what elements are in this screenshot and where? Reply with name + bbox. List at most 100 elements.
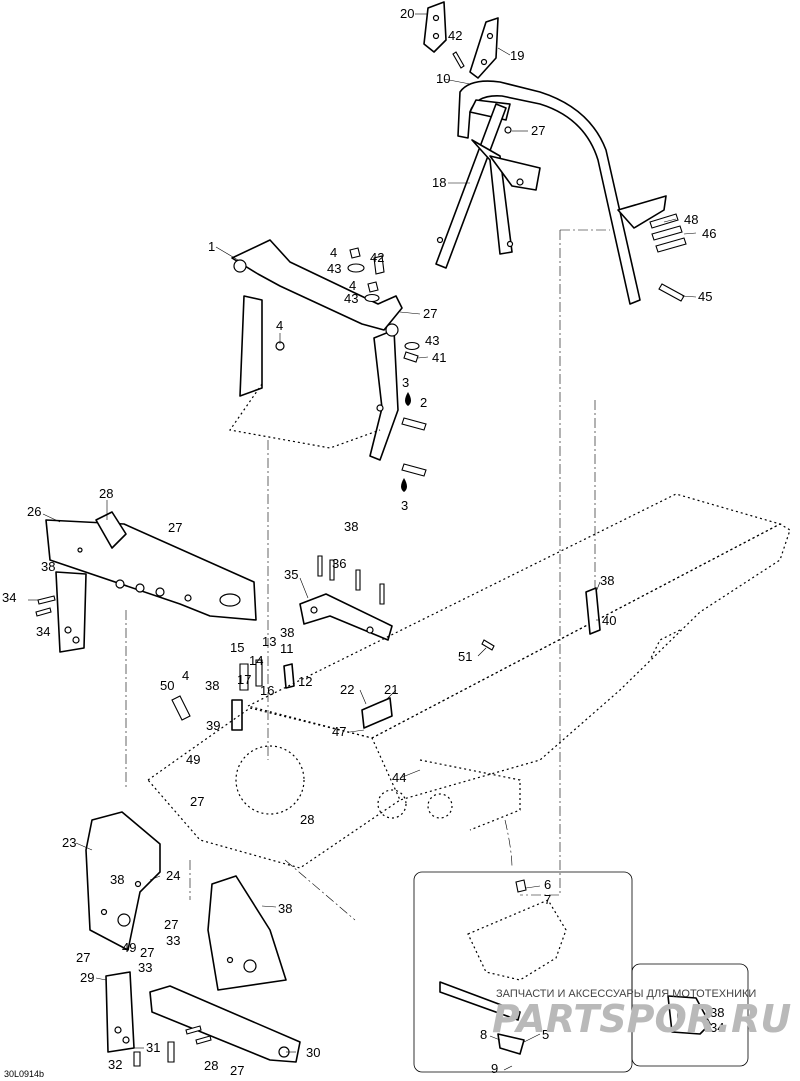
bolts-38-34-left: [35, 595, 56, 617]
inset-detail-a: [413, 871, 633, 1073]
callout-5: 5: [542, 1027, 549, 1042]
callout-48: 48: [684, 212, 698, 227]
callout-27: 27: [168, 520, 182, 535]
callout-15: 15: [230, 640, 244, 655]
callout-24: 24: [166, 868, 180, 883]
plate-part-23: [85, 811, 161, 951]
bracket-part-29: [105, 971, 135, 1053]
callout-9: 9: [491, 1061, 498, 1076]
callout-50: 50: [160, 678, 174, 693]
callout-22: 22: [340, 682, 354, 697]
callout-27: 27: [164, 917, 178, 932]
callout-27: 27: [230, 1063, 244, 1078]
callout-27: 27: [140, 945, 154, 960]
frame-part-1-lower-outline: [228, 383, 381, 449]
bracket-part-20: [423, 1, 447, 53]
callout-43: 43: [327, 261, 341, 276]
callout-4: 4: [276, 318, 283, 333]
callout-35: 35: [284, 567, 298, 582]
bracket-part-34: [55, 571, 87, 653]
callout-27: 27: [76, 950, 90, 965]
callout-4: 4: [349, 278, 356, 293]
callout-10: 10: [436, 71, 450, 86]
leader-lines: [28, 13, 697, 1071]
callout-33: 33: [138, 960, 152, 975]
callout-21: 21: [384, 682, 398, 697]
callout-1: 1: [208, 239, 215, 254]
bracket-part-19: [469, 17, 499, 79]
callout-33: 33: [166, 933, 180, 948]
bolt-51: [481, 639, 495, 651]
callout-23: 23: [62, 835, 76, 850]
watermark-tagline: ЗАПЧАСТИ И АКСЕССУАРЫ ДЛЯ МОТОТЕХНИКИ: [496, 988, 756, 1000]
bolt-lower-3: [401, 463, 427, 477]
callout-28: 28: [204, 1058, 218, 1073]
callout-38: 38: [600, 573, 614, 588]
bolts-28-31-32: [133, 1025, 212, 1067]
callout-20: 20: [400, 6, 414, 21]
callout-34: 34: [36, 624, 50, 639]
callout-34: 34: [710, 1020, 724, 1035]
watermark: ЗАПЧАСТИ И АКСЕССУАРЫ ДЛЯ МОТОТЕХНИКИ PA…: [492, 988, 791, 1041]
callout-6: 6: [544, 877, 551, 892]
callout-16: 16: [260, 683, 274, 698]
plate-part-24: [207, 875, 287, 991]
callout-3: 3: [401, 498, 408, 513]
bracket-part-40: [585, 587, 601, 635]
crossmember-part-26: [45, 511, 257, 621]
callout-11: 11: [280, 641, 294, 656]
callout-27: 27: [423, 306, 437, 321]
callout-36: 36: [332, 556, 346, 571]
callout-8: 8: [480, 1027, 487, 1042]
figure-code: 30L0914b: [4, 1069, 44, 1079]
callout-51: 51: [458, 649, 472, 664]
bolts-46-48: [649, 213, 687, 253]
callout-32: 32: [108, 1057, 122, 1072]
callout-4: 4: [182, 668, 189, 683]
callout-17: 17: [237, 672, 251, 687]
callout-2: 2: [420, 395, 427, 410]
callout-40: 40: [602, 613, 616, 628]
alignment-lines: [125, 229, 610, 921]
callout-41: 41: [432, 350, 446, 365]
callout-45: 45: [698, 289, 712, 304]
callout-42: 42: [448, 28, 462, 43]
callout-3: 3: [402, 375, 409, 390]
callout-38: 38: [205, 678, 219, 693]
callout-18: 18: [432, 175, 446, 190]
callout-38: 38: [344, 519, 358, 534]
callout-38: 38: [710, 1005, 724, 1020]
bolt-42-top: [452, 51, 465, 69]
callout-7: 7: [544, 892, 551, 907]
callout-14: 14: [249, 653, 263, 668]
callout-38: 38: [278, 901, 292, 916]
callout-13: 13: [262, 634, 276, 649]
hardware-4-43-42-41: [347, 247, 420, 363]
callout-27: 27: [531, 123, 545, 138]
callout-38: 38: [280, 625, 294, 640]
callout-labels: 20 42 19 10 27 18 48 46 45 1 4 42 43 4 4…: [2, 6, 724, 1078]
callout-39: 39: [206, 718, 220, 733]
callout-29: 29: [80, 970, 94, 985]
inset-detail-b: [631, 963, 749, 1067]
callout-30: 30: [306, 1045, 320, 1060]
callout-47: 47: [332, 724, 346, 739]
bolt-2: [401, 417, 427, 431]
callout-26: 26: [27, 504, 41, 519]
small-parts-11-17: [171, 659, 295, 731]
callout-46: 46: [702, 226, 716, 241]
callout-44: 44: [392, 770, 406, 785]
callout-42: 42: [370, 250, 384, 265]
callout-43: 43: [344, 291, 358, 306]
support-part-35: [299, 555, 393, 641]
callout-4: 4: [330, 245, 337, 260]
callout-31: 31: [146, 1040, 160, 1055]
callout-19: 19: [510, 48, 524, 63]
callout-28: 28: [300, 812, 314, 827]
steering-loop-assembly: [435, 80, 667, 305]
callout-49: 49: [122, 940, 136, 955]
main-tunnel-chassis: [147, 493, 791, 869]
callout-12: 12: [298, 674, 312, 689]
callout-27: 27: [190, 794, 204, 809]
